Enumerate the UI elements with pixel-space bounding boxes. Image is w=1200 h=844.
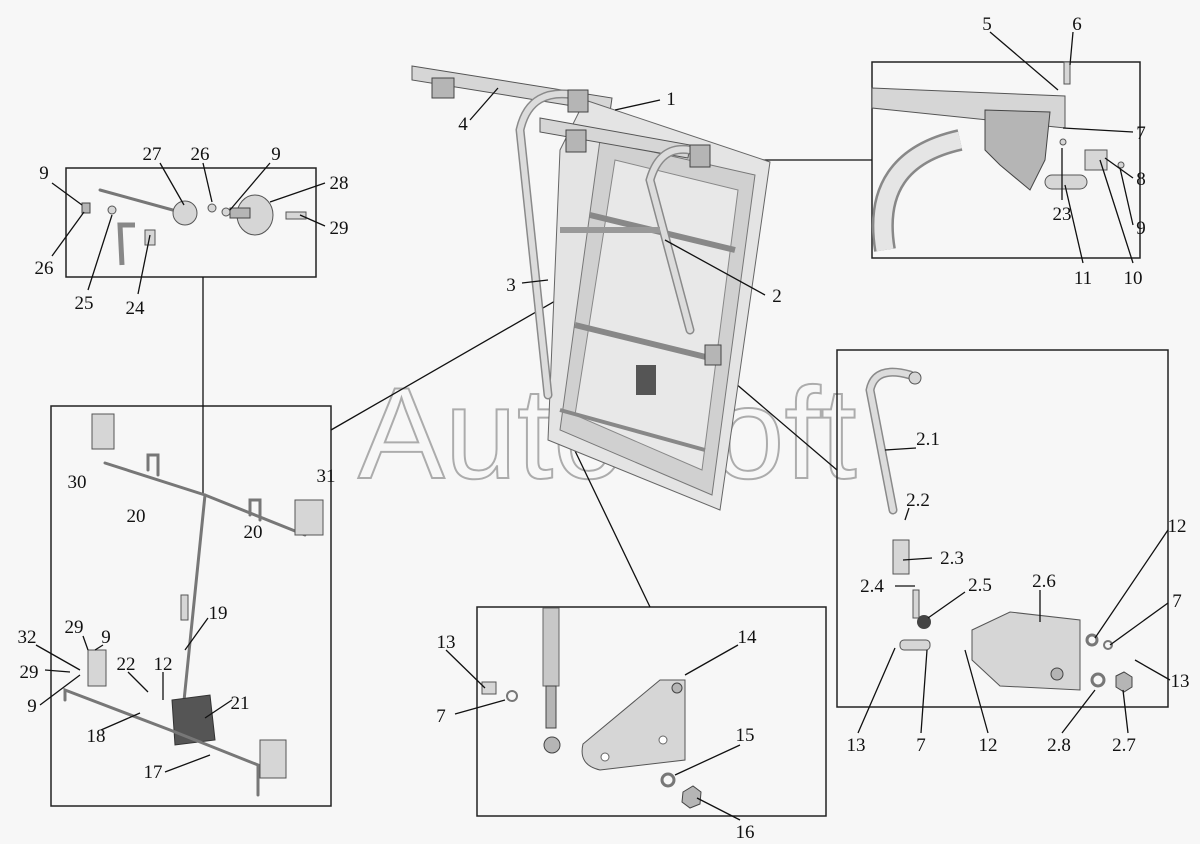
callout-label: 2: [772, 286, 782, 307]
callout-label: 16: [736, 822, 755, 843]
callout-label: 21: [231, 693, 250, 714]
callout-label: 26: [35, 258, 54, 279]
callout-label: 2.5: [968, 575, 992, 596]
leader-lines: [35, 31, 1171, 821]
callout-label: 29: [330, 218, 349, 239]
callout-label: 29: [65, 617, 84, 638]
callout-label: 29: [20, 662, 39, 683]
callout-label: 2.8: [1047, 735, 1071, 756]
callout-label: 1: [666, 89, 676, 110]
callout-label: 2.1: [916, 429, 940, 450]
strut-assembly-detail: [865, 367, 1133, 693]
callout-label: 24: [126, 298, 146, 319]
callout-label: 7: [436, 706, 446, 727]
callout-label: 22: [117, 654, 136, 675]
callout-label: 2.6: [1032, 571, 1056, 592]
linkage-detail: [63, 413, 324, 797]
callout-label: 8: [1136, 169, 1146, 190]
callout-label: 7: [916, 735, 926, 756]
callout-label: 10: [1124, 268, 1143, 289]
callout-label: 12: [1168, 516, 1187, 537]
callout-label: 23: [1053, 204, 1072, 225]
callout-label: 9: [101, 627, 111, 648]
callout-label: 13: [847, 735, 866, 756]
callout-label: 17: [144, 762, 163, 783]
detail-box-linkage: [50, 405, 332, 807]
callout-label: 18: [87, 726, 106, 747]
callout-label: 2.7: [1112, 735, 1136, 756]
callout-label: 19: [209, 603, 228, 624]
callout-label: 14: [738, 627, 758, 648]
callout-label: 9: [1136, 218, 1146, 239]
callout-label: 2.4: [860, 576, 884, 597]
callout-label: 2.3: [940, 548, 964, 569]
callout-label: 7: [1136, 123, 1146, 144]
callout-label: 4: [458, 114, 468, 135]
callout-label: 26: [191, 144, 210, 165]
callout-label: 15: [736, 725, 755, 746]
callout-label: 20: [127, 506, 146, 527]
callout-label: 9: [27, 696, 37, 717]
callout-labels: 5 6 1 4 7 8 27 26 9 9 28 29 23 9 26 25 2…: [18, 14, 1190, 843]
callout-label: 5: [982, 14, 992, 35]
detail-box-strut-assembly: [836, 349, 1169, 708]
callout-label: 13: [437, 632, 456, 653]
hinge-detail: [871, 61, 1125, 252]
callout-label: 30: [68, 472, 87, 493]
callout-label: 7: [1172, 591, 1182, 612]
callout-label: 27: [143, 144, 162, 165]
gas-strut-mount-detail: [481, 607, 702, 809]
callout-label: 9: [271, 144, 281, 165]
callout-label: 13: [1171, 671, 1190, 692]
callout-label: 9: [39, 163, 49, 184]
callout-label: 3: [506, 275, 516, 296]
callout-label: 28: [330, 173, 349, 194]
callout-label: 31: [317, 466, 336, 487]
callout-label: 20: [244, 522, 263, 543]
callout-label: 12: [154, 654, 173, 675]
callout-label: 2.2: [906, 490, 930, 511]
callout-label: 6: [1072, 14, 1082, 35]
callout-label: 25: [75, 293, 94, 314]
detail-box-gas-strut-mount: [476, 606, 827, 817]
callout-label: 12: [979, 735, 998, 756]
callout-label: 32: [18, 627, 37, 648]
callout-label: 11: [1074, 268, 1092, 289]
door-assembly: [411, 65, 771, 511]
